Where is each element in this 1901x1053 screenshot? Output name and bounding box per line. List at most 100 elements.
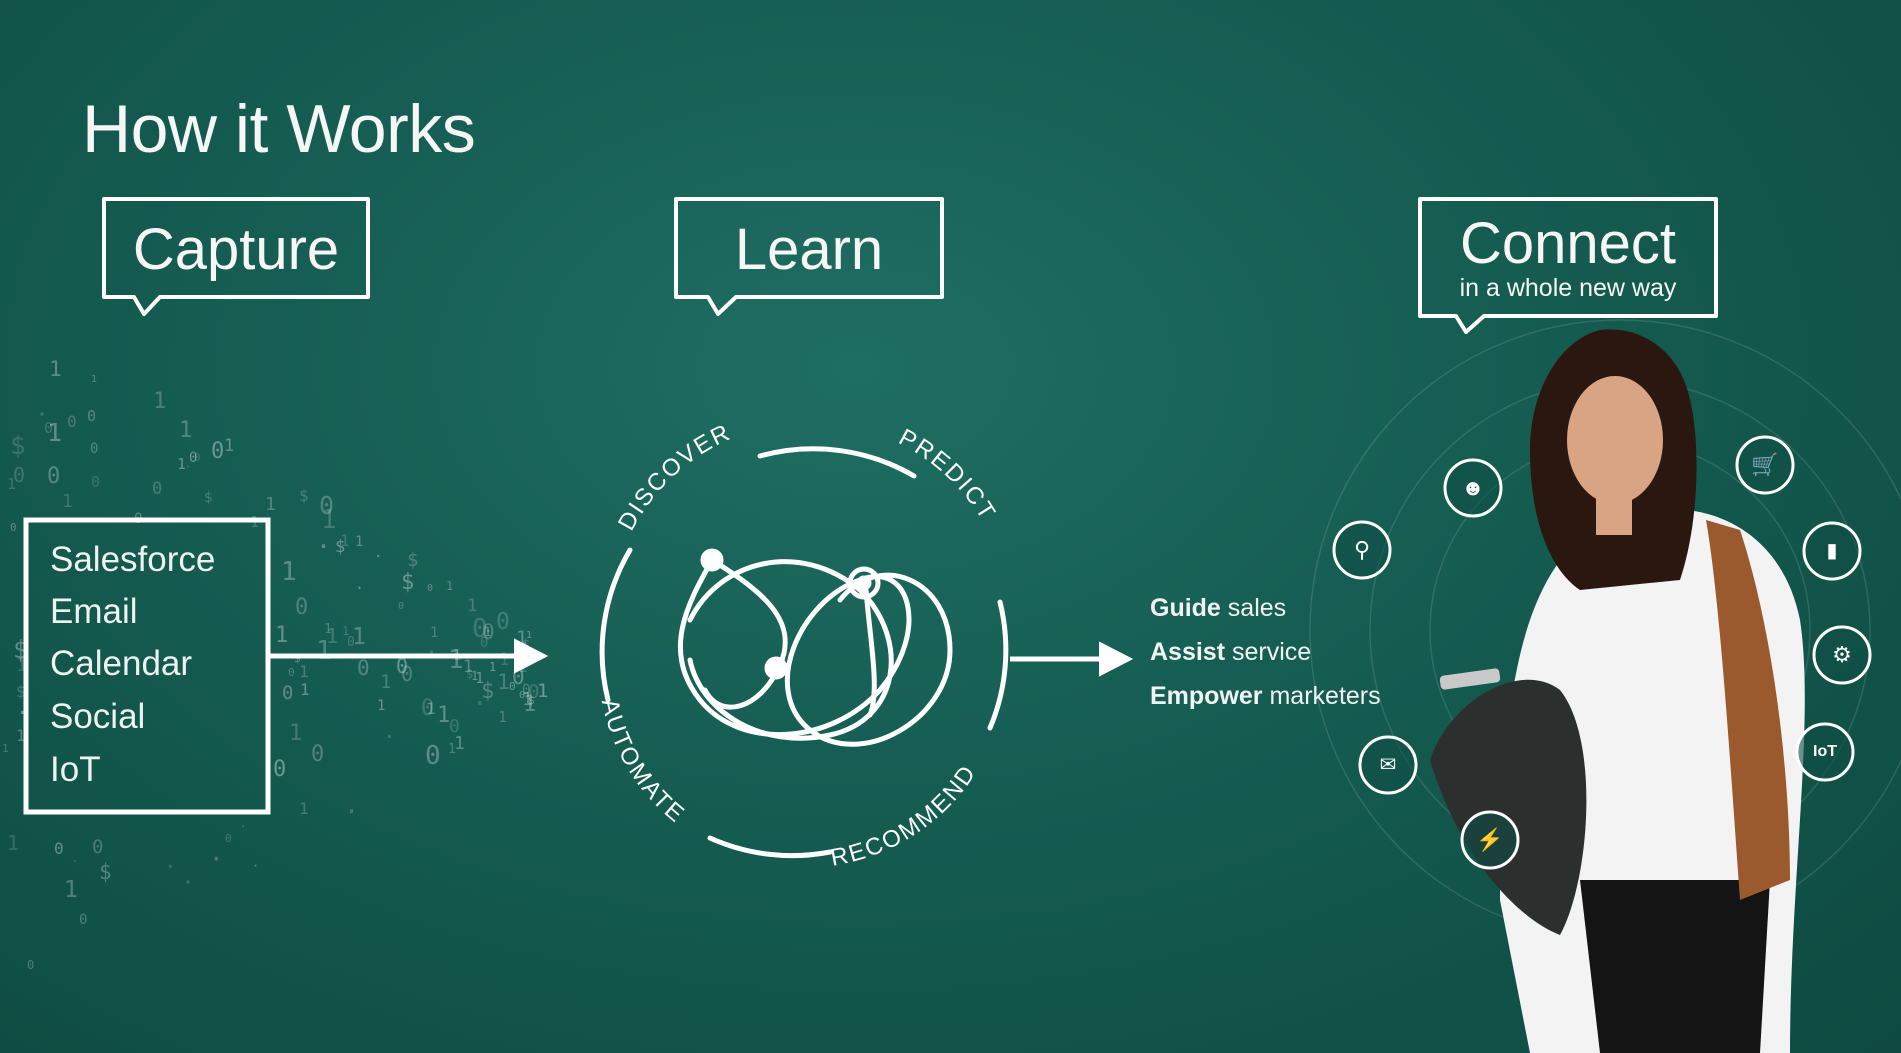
stream-glyph: 1 xyxy=(62,491,73,512)
stream-glyph: 0 xyxy=(67,412,77,431)
stream-glyph: 1 xyxy=(430,625,439,641)
stream-glyph: 0 xyxy=(398,601,405,612)
stream-glyph: 0 xyxy=(528,681,540,703)
stream-glyph: 1 xyxy=(16,726,26,745)
outcome-assist: Assist service xyxy=(1150,638,1312,666)
stream-glyph: 0 xyxy=(79,912,88,928)
iot-icon: IoT xyxy=(1813,743,1837,760)
capture-bubble xyxy=(102,197,370,316)
stream-glyph: $ xyxy=(466,667,474,681)
stream-glyph: 1 xyxy=(299,662,309,681)
stream-glyph: 0 xyxy=(189,450,198,466)
stream-glyph: 1 xyxy=(518,657,528,676)
stream-glyph: 1 xyxy=(453,648,462,664)
stream-glyph: · xyxy=(472,689,488,719)
stream-glyph: $ xyxy=(10,431,26,461)
stream-glyph: 1 xyxy=(516,627,528,649)
stream-glyph: 1 xyxy=(340,531,350,550)
learn-stage: Learn xyxy=(676,210,942,290)
stream-glyph: 0 xyxy=(496,609,510,635)
stream-glyph: $ xyxy=(335,537,346,557)
stream-glyph: · xyxy=(16,701,29,725)
stream-glyph: 1 xyxy=(224,436,235,456)
cycle-label-discover: DISCOVER xyxy=(613,419,733,535)
stream-glyph: · xyxy=(240,820,247,833)
stream-glyph: 0 xyxy=(509,680,516,693)
connect-icon-circles xyxy=(1332,435,1872,870)
stream-glyph: 0 xyxy=(482,620,495,644)
stream-glyph: 1 xyxy=(281,557,297,587)
stream-glyph: 1 xyxy=(454,733,465,754)
stream-glyph: 1 xyxy=(537,680,549,702)
stream-glyph: 0 xyxy=(427,583,434,594)
stream-glyph: 0 xyxy=(273,757,287,782)
stream-glyph: 0 xyxy=(282,682,294,704)
stream-glyph: $ xyxy=(204,490,213,506)
stream-glyph: 1 xyxy=(64,877,78,903)
stream-glyph: 0 xyxy=(211,439,225,464)
stream-glyph: 1 xyxy=(91,374,98,385)
stream-glyph: 1 xyxy=(426,699,436,718)
stream-glyph: $ xyxy=(407,549,419,571)
stream-glyph: 0 xyxy=(54,839,64,858)
stream-glyph: 1 xyxy=(49,357,62,381)
stream-glyph: $ xyxy=(481,679,495,704)
stream-glyph: 1 xyxy=(321,505,337,535)
stream-glyph: 1 xyxy=(377,698,386,714)
stream-glyph: · xyxy=(316,532,332,561)
stream-glyph: $ xyxy=(294,652,301,665)
stream-glyph: $ xyxy=(16,682,26,701)
arrow-capture-to-learn xyxy=(268,638,549,674)
stream-glyph: 0 xyxy=(480,635,489,651)
stream-glyph: 1 xyxy=(471,669,479,683)
stream-glyph: 0 xyxy=(357,656,370,680)
stream-glyph: 1 xyxy=(484,625,492,639)
stream-glyph: 0 xyxy=(347,635,355,650)
stream-glyph: 1 xyxy=(499,650,510,670)
stream-glyph: 1 xyxy=(523,692,537,717)
stream-glyph: 0 xyxy=(319,491,335,520)
learn-label: Learn xyxy=(734,217,884,282)
stream-glyph: 0 xyxy=(512,644,526,670)
stream-glyph: 1 xyxy=(2,742,9,755)
stream-glyph: · xyxy=(344,797,360,826)
stream-glyph: 0 xyxy=(401,662,414,686)
stream-glyph: 0 xyxy=(421,696,435,721)
stream-glyph: 0 xyxy=(194,451,201,464)
stream-glyph: 1 xyxy=(497,670,510,694)
bar-chart-icon: ▮ xyxy=(1826,540,1838,562)
stream-glyph: · xyxy=(374,549,383,565)
stream-glyph: · xyxy=(182,870,195,894)
stream-glyph: 1 xyxy=(7,475,17,493)
stream-glyph: · xyxy=(184,460,192,475)
stream-glyph: 1 xyxy=(153,389,167,414)
stream-glyph: 1 xyxy=(522,689,533,710)
stream-glyph: 0 xyxy=(225,832,232,845)
stream-glyph: $ xyxy=(401,570,415,595)
list-item: Salesforce xyxy=(50,540,216,579)
stream-glyph: 1 xyxy=(355,534,364,550)
stream-glyph: 1 xyxy=(326,624,339,648)
stream-glyph: 0 xyxy=(91,473,101,491)
page-title: How it Works xyxy=(82,91,476,167)
stream-glyph: · xyxy=(209,845,224,873)
learn-cycle-ring xyxy=(599,446,1009,859)
learning-knot-icon xyxy=(677,548,953,747)
list-item: IoT xyxy=(50,750,101,789)
stream-glyph: 0 xyxy=(295,595,309,620)
mobile-icon: ⚡ xyxy=(1476,827,1504,852)
stream-glyph: 1 xyxy=(448,645,464,675)
stream-glyph: 1 xyxy=(7,831,20,855)
stream-glyph: 1 xyxy=(437,703,451,728)
stream-glyph: 0 xyxy=(44,419,54,437)
cycle-label-recommend: RECOMMEND xyxy=(828,760,980,872)
stream-glyph: 1 xyxy=(448,742,456,757)
stream-glyph: 0 xyxy=(519,690,526,701)
capture-label: Capture xyxy=(132,217,340,282)
stream-glyph: $ xyxy=(299,486,309,505)
people-icon: ☻ xyxy=(1461,475,1485,500)
stream-glyph: 1 xyxy=(177,455,187,473)
connect-stage: Connect in a whole new way xyxy=(1420,206,1716,314)
stream-glyph: 0 xyxy=(425,741,441,771)
